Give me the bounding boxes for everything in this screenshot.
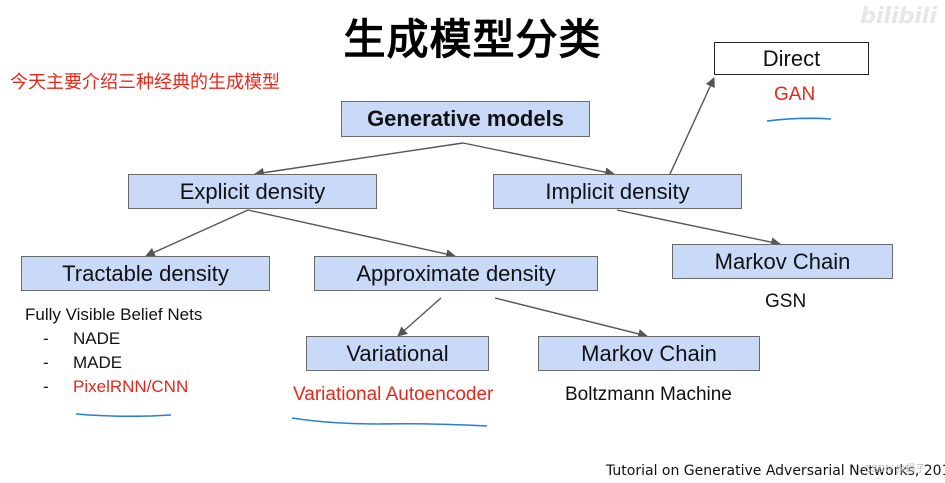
node-explicit-density: Explicit density bbox=[128, 174, 377, 209]
underline-pixelrnn bbox=[75, 413, 172, 418]
bilibili-watermark: bilibili bbox=[860, 4, 937, 29]
fvbn-item-nade: - NADE bbox=[25, 327, 202, 351]
vae-label: Variational Autoencoder bbox=[293, 384, 494, 405]
gsn-label: GSN bbox=[765, 291, 807, 312]
fvbn-item-made: - MADE bbox=[25, 351, 202, 375]
edge-approximate-markov bbox=[494, 297, 648, 339]
page-title: 生成模型分类 bbox=[343, 15, 602, 64]
underline-vae bbox=[291, 417, 488, 427]
node-approximate-density: Approximate density bbox=[314, 256, 598, 291]
edge-explicit-tractable bbox=[145, 209, 249, 257]
edge-explicit-approximate bbox=[247, 209, 456, 259]
fvbn-list: Fully Visible Belief Nets - NADE - MADE - P… bbox=[25, 303, 202, 399]
node-tractable-density: Tractable density bbox=[21, 256, 270, 291]
gan-label: GAN bbox=[774, 84, 816, 105]
list-item-text: NADE bbox=[73, 329, 121, 348]
node-implicit-density: Implicit density bbox=[493, 174, 742, 209]
edge-implicit-markov bbox=[616, 209, 781, 247]
edge-approximate-variational bbox=[397, 297, 442, 337]
list-dash: - bbox=[43, 329, 49, 348]
node-markov-chain-approx: Markov Chain bbox=[538, 336, 760, 371]
node-direct: Direct bbox=[714, 42, 869, 75]
subtitle: 今天主要介绍三种经典的生成模型 bbox=[10, 72, 280, 93]
list-item-text: PixelRNN/CNN bbox=[73, 377, 189, 396]
edge-implicit-direct bbox=[669, 77, 715, 175]
edge-root-implicit bbox=[462, 142, 615, 178]
list-item-text: MADE bbox=[73, 353, 123, 372]
node-markov-chain-implicit: Markov Chain bbox=[672, 244, 893, 279]
boltzmann-label: Boltzmann Machine bbox=[565, 384, 732, 405]
edge-root-explicit bbox=[254, 142, 464, 178]
citation: Tutorial on Generative Adversarial Netwo… bbox=[606, 463, 945, 479]
underline-gan bbox=[766, 117, 832, 122]
list-dash: - bbox=[43, 377, 49, 396]
list-dash: - bbox=[43, 353, 49, 372]
csdn-watermark: CSDN @蝎子 bbox=[864, 464, 926, 475]
node-generative-models: Generative models bbox=[341, 101, 590, 137]
node-variational: Variational bbox=[306, 336, 489, 371]
fvbn-heading: Fully Visible Belief Nets bbox=[25, 305, 203, 324]
fvbn-item-pixelrnn: - PixelRNN/CNN bbox=[25, 375, 202, 399]
